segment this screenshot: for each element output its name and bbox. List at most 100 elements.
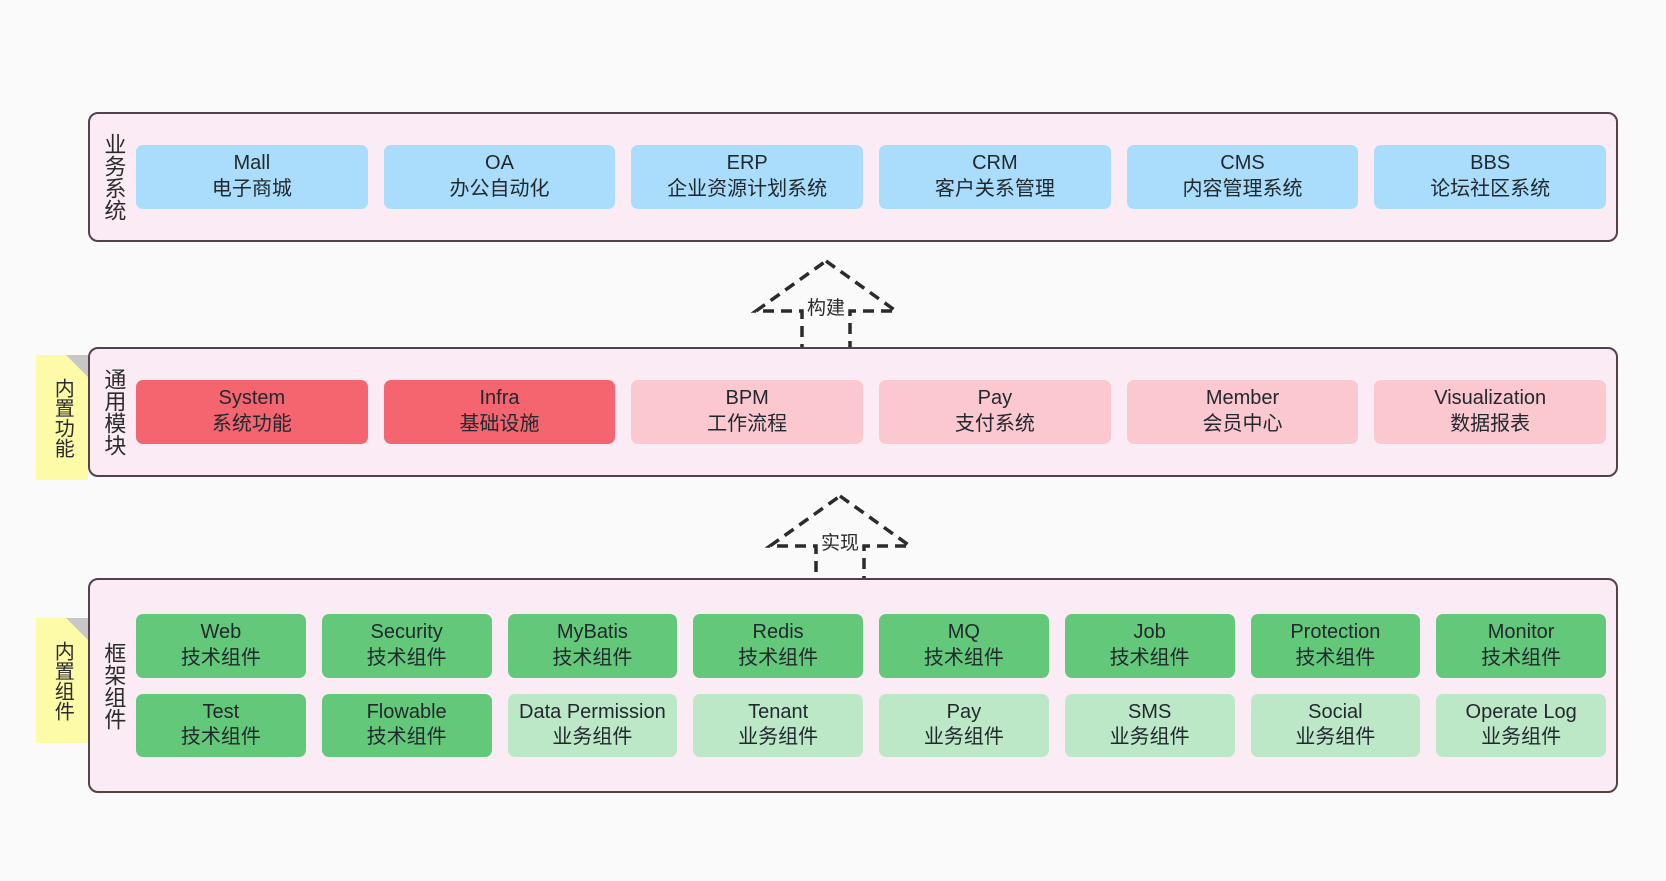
card-infra[interactable]: Infra 基础设施 bbox=[383, 380, 616, 444]
card-pay-component-name: Pay bbox=[946, 700, 982, 723]
card-job[interactable]: Job 技术组件 bbox=[1064, 614, 1235, 678]
card-flowable-desc: 技术组件 bbox=[366, 726, 447, 749]
card-bbs-desc: 论坛社区系统 bbox=[1430, 178, 1551, 200]
card-flowable-name: Flowable bbox=[366, 700, 447, 723]
card-visualization[interactable]: Visualization 数据报表 bbox=[1374, 380, 1607, 444]
card-redis[interactable]: Redis 技术组件 bbox=[693, 614, 863, 678]
card-social[interactable]: Social 业务组件 bbox=[1250, 693, 1421, 757]
card-sms-desc: 业务组件 bbox=[1109, 726, 1190, 749]
common-modules-card-row: System 系统功能 Infra 基础设施 BPM 工作流程 Pay 支付系统… bbox=[136, 380, 1607, 444]
note-builtin-components: 内置组件 bbox=[36, 618, 88, 743]
card-sms-name: SMS bbox=[1127, 700, 1172, 723]
card-mq-name: MQ bbox=[947, 621, 980, 644]
card-security[interactable]: Security 技术组件 bbox=[321, 614, 492, 678]
card-pay-module-name: Pay bbox=[977, 387, 1013, 410]
framework-tech-row: Web 技术组件 Security 技术组件 MyBatis 技术组件 Redi… bbox=[136, 614, 1606, 678]
card-bbs[interactable]: BBS 论坛社区系统 bbox=[1374, 145, 1607, 209]
card-tenant[interactable]: Tenant 业务组件 bbox=[693, 693, 863, 757]
card-test-name: Test bbox=[202, 700, 240, 723]
card-test[interactable]: Test 技术组件 bbox=[136, 693, 306, 757]
card-pay-component[interactable]: Pay 业务组件 bbox=[879, 693, 1049, 757]
card-mall-name: Mall bbox=[233, 152, 271, 175]
framework-components-card-rows: Web 技术组件 Security 技术组件 MyBatis 技术组件 Redi… bbox=[136, 614, 1606, 757]
card-pay-module-desc: 支付系统 bbox=[954, 413, 1035, 435]
card-infra-name: Infra bbox=[479, 387, 520, 410]
card-social-name: Social bbox=[1308, 700, 1363, 723]
card-system[interactable]: System 系统功能 bbox=[136, 380, 368, 444]
card-protection-name: Protection bbox=[1290, 621, 1381, 644]
note-builtin-features-label: 内置功能 bbox=[51, 377, 74, 458]
card-monitor-desc: 技术组件 bbox=[1481, 646, 1562, 669]
card-job-name: Job bbox=[1133, 621, 1166, 644]
card-cms[interactable]: CMS 内容管理系统 bbox=[1126, 145, 1359, 209]
card-bbs-name: BBS bbox=[1470, 152, 1511, 175]
card-operate-log-name: Operate Log bbox=[1465, 700, 1577, 723]
card-erp-desc: 企业资源计划系统 bbox=[667, 178, 828, 200]
card-pay-component-desc: 业务组件 bbox=[923, 726, 1004, 749]
card-visualization-name: Visualization bbox=[1434, 387, 1547, 410]
card-job-desc: 技术组件 bbox=[1109, 646, 1190, 669]
connector-build: 构建 bbox=[746, 255, 906, 355]
connector-implement: 实现 bbox=[760, 490, 920, 590]
card-mq[interactable]: MQ 技术组件 bbox=[879, 614, 1049, 678]
card-bpm-desc: 工作流程 bbox=[707, 413, 788, 435]
layer-framework-components-body: Web 技术组件 Security 技术组件 MyBatis 技术组件 Redi… bbox=[136, 580, 1616, 791]
card-redis-name: Redis bbox=[752, 621, 804, 644]
layer-framework-components: 框架组件 Web 技术组件 Security 技术组件 MyBatis 技术组件 bbox=[88, 578, 1618, 793]
card-web[interactable]: Web 技术组件 bbox=[136, 614, 306, 678]
card-web-desc: 技术组件 bbox=[180, 646, 261, 669]
card-security-desc: 技术组件 bbox=[366, 646, 447, 669]
card-operate-log[interactable]: Operate Log 业务组件 bbox=[1436, 693, 1606, 757]
card-visualization-desc: 数据报表 bbox=[1450, 413, 1531, 435]
card-erp[interactable]: ERP 企业资源计划系统 bbox=[631, 145, 864, 209]
card-member-desc: 会员中心 bbox=[1202, 413, 1283, 435]
card-web-name: Web bbox=[200, 621, 242, 644]
card-redis-desc: 技术组件 bbox=[738, 646, 819, 669]
note-fold-corner-icon bbox=[66, 618, 88, 640]
card-infra-desc: 基础设施 bbox=[459, 413, 540, 435]
card-bpm-name: BPM bbox=[725, 387, 769, 410]
layer-business-system-title: 业务系统 bbox=[101, 133, 127, 221]
card-tenant-name: Tenant bbox=[748, 700, 809, 723]
business-system-card-row: Mall 电子商城 OA 办公自动化 ERP 企业资源计划系统 CRM 客户关系… bbox=[136, 145, 1607, 209]
connector-build-label: 构建 bbox=[806, 298, 846, 319]
card-mybatis[interactable]: MyBatis 技术组件 bbox=[507, 614, 678, 678]
card-cms-name: CMS bbox=[1220, 152, 1265, 175]
card-social-desc: 业务组件 bbox=[1295, 726, 1376, 749]
card-flowable[interactable]: Flowable 技术组件 bbox=[321, 693, 492, 757]
layer-common-modules-title: 通用模块 bbox=[101, 368, 127, 456]
card-mall-desc: 电子商城 bbox=[211, 178, 292, 200]
layer-common-modules-body: System 系统功能 Infra 基础设施 BPM 工作流程 Pay 支付系统… bbox=[136, 349, 1616, 475]
card-protection[interactable]: Protection 技术组件 bbox=[1250, 614, 1421, 678]
card-erp-name: ERP bbox=[726, 152, 768, 175]
build-arrow-shape bbox=[750, 258, 902, 353]
card-system-desc: 系统功能 bbox=[211, 413, 292, 435]
card-mall[interactable]: Mall 电子商城 bbox=[136, 145, 368, 209]
note-builtin-features: 内置功能 bbox=[36, 355, 88, 480]
card-crm-name: CRM bbox=[972, 152, 1018, 175]
card-member[interactable]: Member 会员中心 bbox=[1126, 380, 1359, 444]
card-oa[interactable]: OA 办公自动化 bbox=[383, 145, 616, 209]
note-fold-corner-icon bbox=[66, 355, 88, 377]
card-pay-module[interactable]: Pay 支付系统 bbox=[879, 380, 1111, 444]
card-tenant-desc: 业务组件 bbox=[738, 726, 819, 749]
card-system-name: System bbox=[218, 387, 286, 410]
card-mybatis-name: MyBatis bbox=[556, 621, 628, 644]
card-monitor[interactable]: Monitor 技术组件 bbox=[1436, 614, 1606, 678]
card-data-permission[interactable]: Data Permission 业务组件 bbox=[507, 693, 678, 757]
note-builtin-components-label: 内置组件 bbox=[51, 640, 74, 721]
card-oa-desc: 办公自动化 bbox=[449, 178, 550, 200]
card-crm[interactable]: CRM 客户关系管理 bbox=[879, 145, 1111, 209]
card-security-name: Security bbox=[370, 621, 443, 644]
implement-arrow-shape bbox=[764, 493, 916, 588]
layer-framework-components-title: 框架组件 bbox=[101, 641, 127, 730]
card-oa-name: OA bbox=[485, 152, 514, 175]
card-crm-desc: 客户关系管理 bbox=[934, 178, 1055, 200]
card-data-permission-desc: 业务组件 bbox=[552, 726, 633, 749]
framework-business-row: Test 技术组件 Flowable 技术组件 Data Permission … bbox=[136, 693, 1606, 757]
card-member-name: Member bbox=[1205, 387, 1280, 410]
card-bpm[interactable]: BPM 工作流程 bbox=[631, 380, 864, 444]
card-test-desc: 技术组件 bbox=[180, 726, 261, 749]
card-sms[interactable]: SMS 业务组件 bbox=[1064, 693, 1235, 757]
